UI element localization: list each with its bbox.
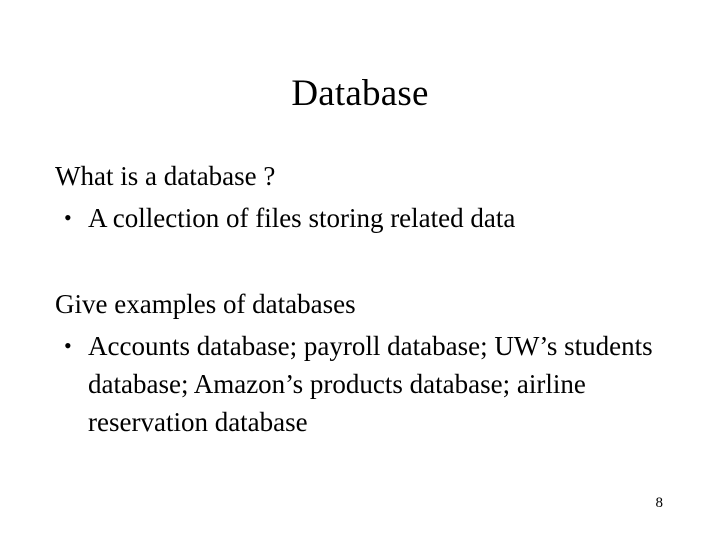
- content-block-1: What is a database ? • A collection of f…: [55, 157, 675, 237]
- list-item: • A collection of files storing related …: [55, 199, 675, 237]
- list-item-label: A collection of files storing related da…: [88, 203, 516, 233]
- lead-line-question: What is a database ?: [55, 161, 276, 191]
- content-block-2: Give examples of databases • Accounts da…: [55, 285, 675, 441]
- list-item: • Accounts database; payroll database; U…: [55, 327, 675, 441]
- slide-body: What is a database ? • A collection of f…: [55, 157, 675, 441]
- page-number: 8: [655, 495, 664, 511]
- lead-line-examples: Give examples of databases: [55, 289, 356, 319]
- page-title: Database: [291, 73, 429, 114]
- list-item-label: Accounts database; payroll database; UW’…: [88, 331, 653, 437]
- bullet-list-2: • Accounts database; payroll database; U…: [55, 327, 675, 441]
- bullet-list-1: • A collection of files storing related …: [55, 199, 675, 237]
- bullet-dot-icon: •: [64, 205, 72, 230]
- bullet-dot-icon: •: [64, 333, 72, 358]
